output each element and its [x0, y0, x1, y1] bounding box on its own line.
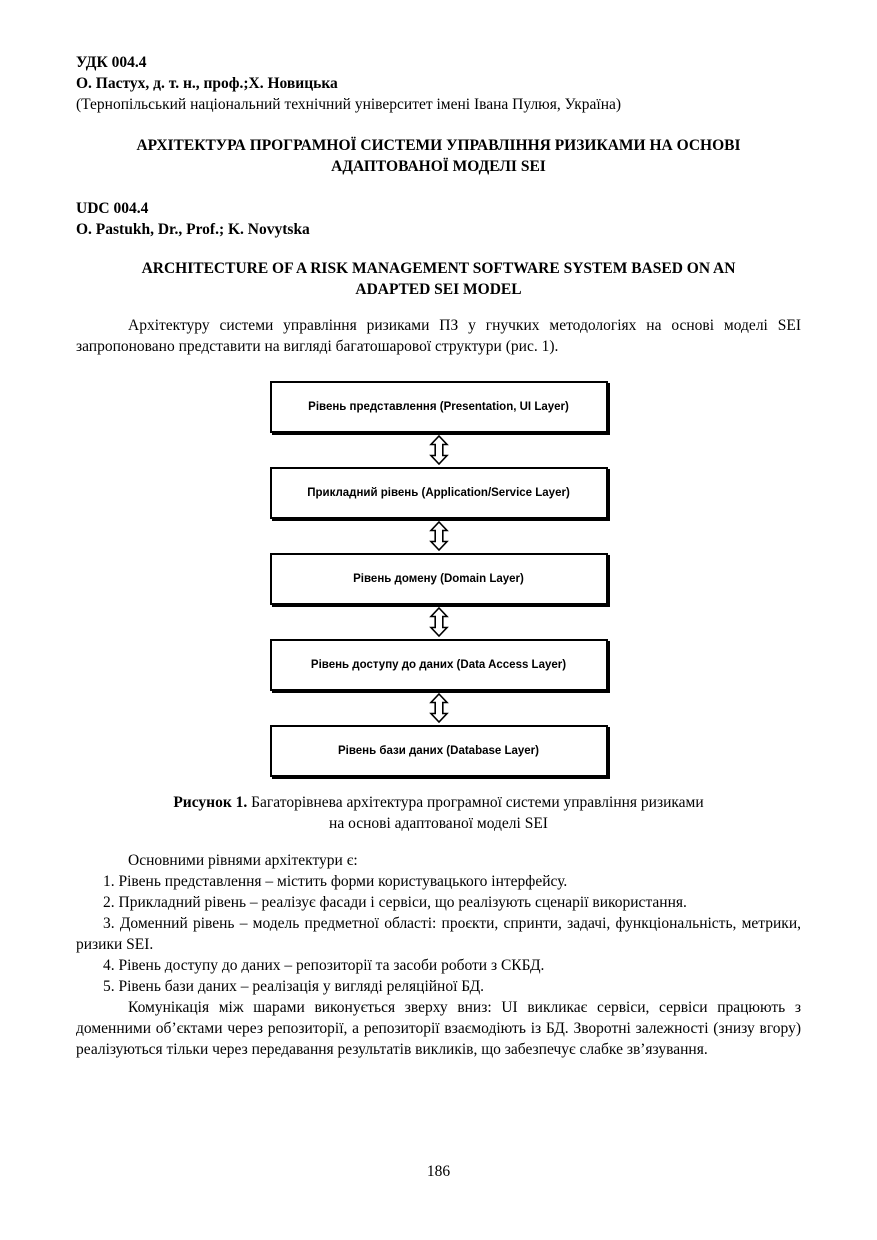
intro-paragraph: Архітектуру системи управління ризиками …	[76, 317, 801, 355]
architecture-diagram: Рівень представлення (Presentation, UI L…	[269, 381, 608, 777]
udc-en: UDC 004.4	[76, 200, 149, 217]
layer-box-database: Рівень бази даних (Database Layer)	[269, 725, 608, 777]
title-ua: АРХІТЕКТУРА ПРОГРАМНОЇ СИСТЕМИ УПРАВЛІНН…	[136, 137, 741, 175]
layer-box-presentation: Рівень представлення (Presentation, UI L…	[269, 381, 608, 433]
layer-label: Рівень представлення (Presentation, UI L…	[308, 401, 569, 413]
page-number: 186	[426, 1163, 451, 1180]
double-arrow-icon	[270, 519, 608, 553]
double-arrow-icon	[270, 605, 608, 639]
layer-label: Рівень бази даних (Database Layer)	[338, 745, 539, 757]
list-intro: Основними рівнями архітектури є:	[128, 852, 358, 869]
layer-box-application: Прикладний рівень (Application/Service L…	[269, 467, 608, 519]
udc-ua: УДК 004.4	[76, 54, 147, 71]
layer-label: Рівень доступу до даних (Data Access Lay…	[310, 659, 567, 671]
authors-ua: О. Пастух, д. т. н., проф.;Х. Новицька	[76, 75, 338, 92]
double-arrow-icon	[270, 691, 608, 725]
figure-caption-text: Багаторівнева архітектура програмної сис…	[251, 794, 704, 811]
layer-label: Рівень домену (Domain Layer)	[353, 573, 524, 585]
title-en: ARCHITECTURE OF A RISK MANAGEMENT SOFTWA…	[141, 260, 736, 298]
list-item: 4. Рівень доступу до даних – репозиторії…	[103, 957, 545, 974]
figure-caption-label: Рисунок 1.	[173, 794, 248, 811]
layer-box-data-access: Рівень доступу до даних (Data Access Lay…	[269, 639, 608, 691]
authors-en: O. Pastukh, Dr., Prof.; K. Novytska	[76, 221, 310, 238]
layer-box-domain: Рівень домену (Domain Layer)	[269, 553, 608, 605]
double-arrow-icon	[270, 433, 608, 467]
figure-caption-text2: на основі адаптованої моделі SEI	[329, 815, 548, 832]
affiliation-ua: (Тернопільський національний технічний у…	[76, 96, 622, 113]
figure-caption: Рисунок 1. Багаторівнева архітектура про…	[76, 792, 801, 834]
list-item: 2. Прикладний рівень – реалізує фасади і…	[103, 894, 687, 911]
list-item: 5. Рівень бази даних – реалізація у вигл…	[103, 978, 485, 995]
body-text: Основними рівнями архітектури є: 1. Ріве…	[76, 850, 801, 1060]
layer-label: Прикладний рівень (Application/Service L…	[307, 487, 570, 499]
list-item: 1. Рівень представлення – містить форми …	[103, 873, 568, 890]
list-item: 3. Доменний рівень – модель предметної о…	[76, 915, 801, 953]
closing-paragraph: Комунікація між шарами виконується зверх…	[76, 999, 801, 1058]
